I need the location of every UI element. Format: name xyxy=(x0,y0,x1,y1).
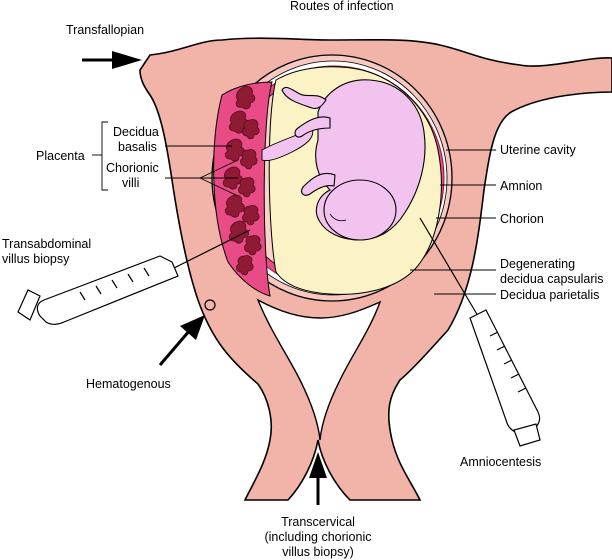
label-decidua-parietalis: Decidua parietalis xyxy=(500,288,599,302)
label-degenerating-1: Degenerating xyxy=(500,257,575,271)
diagram-title: Routes of infection xyxy=(290,0,394,13)
label-transcervical-3: villus biopsy) xyxy=(282,545,354,559)
label-amniocentesis: Amniocentesis xyxy=(460,455,541,469)
hematogenous-arrow xyxy=(160,315,205,365)
hematogenous-vessel xyxy=(205,300,215,310)
label-transabdominal-1: Transabdominal xyxy=(2,237,91,251)
label-transfallopian: Transfallopian xyxy=(66,23,144,37)
label-placenta: Placenta xyxy=(36,149,85,163)
label-transcervical-2: (including chorionic xyxy=(264,530,371,544)
label-uterine-cavity: Uterine cavity xyxy=(500,143,576,157)
transfallopian-arrow xyxy=(82,51,142,69)
label-chorion: Chorion xyxy=(500,212,544,226)
label-transabdominal-2: villus biopsy xyxy=(2,252,70,266)
label-hematogenous: Hematogenous xyxy=(86,377,171,391)
label-decidua-basalis-1: Decidua xyxy=(113,125,159,139)
label-chorionic-villi-2: villi xyxy=(122,176,139,190)
label-degenerating-2: decidua capsularis xyxy=(500,272,604,286)
label-chorionic-villi-1: Chorionic xyxy=(106,161,159,175)
label-amnion: Amnion xyxy=(500,179,542,193)
label-transcervical-1: Transcervical xyxy=(281,515,355,529)
label-decidua-basalis-2: basalis xyxy=(118,140,157,154)
